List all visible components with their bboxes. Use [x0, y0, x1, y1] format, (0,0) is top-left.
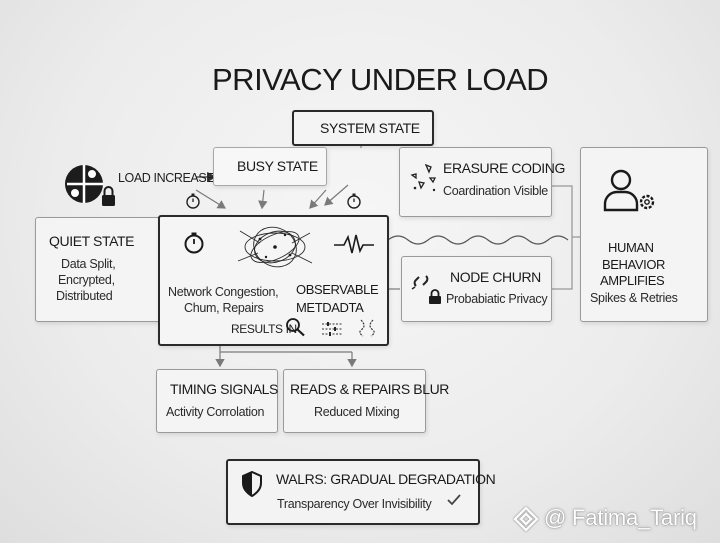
erasure-coding-sub: Coardination Visible: [443, 184, 548, 198]
observable-line: OBSERVABLE: [296, 282, 379, 297]
busy-state-label: BUSY STATE: [237, 158, 318, 174]
sliders-icon: [322, 322, 342, 336]
lock-icon: [429, 289, 441, 304]
observable-line: METDADTA: [296, 300, 364, 315]
busy-state-box: BUSY STATE: [213, 147, 327, 186]
quiet-state-title: QUIET STATE: [49, 233, 135, 249]
shield-icon: [242, 471, 262, 497]
puzzle-lock-icon: [65, 165, 115, 206]
human-behavior-line: AMPLIFIES: [600, 273, 665, 288]
stopwatch-icon: [347, 193, 361, 209]
system-state-label: SYSTEM STATE: [320, 120, 420, 136]
network-congestion-box: Network Congestion, Chum, Repairs OBSERV…: [158, 215, 389, 346]
timing-signals-box: TIMING SIGNALS Activity Corrolation: [156, 369, 278, 433]
timing-signals-title: TIMING SIGNALS: [170, 381, 278, 397]
load-increases-label: LOAD INCREASES: [118, 171, 223, 185]
center-left-line: Chum, Repairs: [184, 301, 264, 315]
magnifier-icon: [286, 318, 305, 337]
shards-icon: [410, 163, 437, 192]
results-in-label: RESULTS IN: [231, 322, 297, 336]
timing-signals-sub: Activity Corrolation: [166, 405, 265, 419]
waveform-icon: [334, 234, 374, 254]
shuffle-icon: [359, 319, 375, 337]
person-gear-icon: [603, 169, 655, 212]
human-behavior-sub: Spikes & Retries: [590, 291, 678, 305]
quiet-state-box: QUIET STATE Data Split, Encrypted, Distr…: [35, 217, 163, 322]
walrs-title: WALRS: GRADUAL DEGRADATION: [276, 471, 496, 487]
erasure-coding-box: ERASURE CODING Coardination Visible: [399, 147, 565, 217]
human-behavior-line: HUMAN: [608, 240, 654, 255]
checkmark-icon: [447, 494, 461, 506]
quiet-state-line: Encrypted,: [58, 273, 115, 287]
human-behavior-box: HUMAN BEHAVIOR AMPLIFIES Spikes & Retrie…: [580, 147, 708, 322]
system-state-box: SYSTEM STATE: [292, 110, 434, 146]
walrs-sub: Transparency Over Invisibility: [277, 497, 432, 511]
stopwatch-icon: [186, 193, 200, 209]
watermark-text: @ Fatima_Tariq: [544, 505, 697, 530]
node-churn-title: NODE CHURN: [450, 269, 541, 285]
reads-repairs-box: READS & REPAIRS BLUR Reduced Mixing: [283, 369, 449, 433]
node-churn-box: NODE CHURN Probabiatic Privacy: [401, 256, 552, 322]
quiet-state-line: Distributed: [56, 289, 113, 303]
page-title: PRIVACY UNDER LOAD: [212, 62, 549, 97]
diamond-logo-icon: [513, 506, 539, 532]
stopwatch-icon: [184, 232, 204, 254]
node-churn-sub: Probabiatic Privacy: [446, 292, 548, 306]
tangled-network-icon: [237, 226, 313, 268]
reads-repairs-sub: Reduced Mixing: [314, 405, 400, 419]
walrs-box: WALRS: GRADUAL DEGRADATION Transparency …: [226, 459, 496, 525]
human-behavior-line: BEHAVIOR: [602, 257, 666, 272]
broken-link-icon: [411, 275, 429, 290]
erasure-coding-title: ERASURE CODING: [443, 160, 565, 176]
quiet-state-line: Data Split,: [61, 257, 116, 271]
reads-repairs-title: READS & REPAIRS BLUR: [290, 381, 450, 397]
center-left-line: Network Congestion,: [168, 285, 279, 299]
